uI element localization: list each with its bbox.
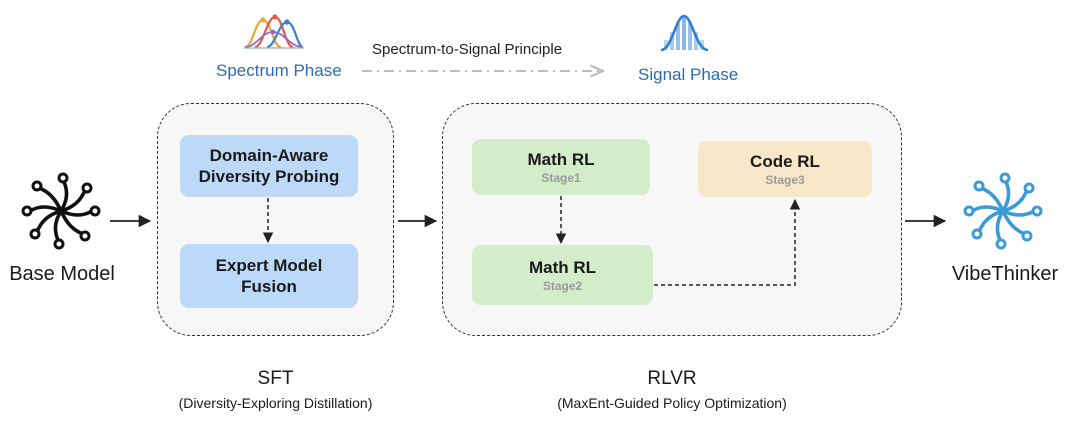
diversity-probing-box: Domain-Aware Diversity Probing [180,135,358,197]
output-model-neural-swirl-icon [963,172,1043,250]
sft-subcaption: (Diversity-Exploring Distillation) [178,395,373,411]
output-model-label: VibeThinker [951,263,1059,285]
stage2-subtitle: Stage2 [542,279,583,293]
signal-phase-label: Signal Phase [638,65,739,84]
diversity-probing-line1: Domain-Aware [209,146,329,165]
rlvr-caption: RLVR [647,368,697,389]
math-rl-stage2-box: Math RL Stage2 [472,245,653,305]
expert-fusion-line2: Fusion [241,277,297,296]
expert-model-fusion-box: Expert Model Fusion [180,244,358,308]
stage3-subtitle: Stage3 [765,173,805,187]
expert-fusion-line1: Expert Model [215,256,323,275]
arrow-stage2-to-stage3 [654,198,801,286]
code-rl-stage3-box: Code RL Stage3 [698,141,872,197]
stage1-title: Math RL [527,150,595,169]
stage2-title: Math RL [528,258,597,277]
base-model-neural-swirl-icon [21,172,101,250]
stage1-subtitle: Stage1 [541,171,581,185]
spectrum-phase-label: Spectrum Phase [216,61,342,80]
stage3-title: Code RL [750,152,820,171]
math-rl-stage1-box: Math RL Stage1 [472,139,650,195]
diversity-probing-line2: Diversity Probing [198,167,340,186]
base-model-label: Base Model [9,263,115,285]
bell-curve-icon [660,14,709,52]
principle-label: Spectrum-to-Signal Principle [372,41,563,58]
rlvr-subcaption: (MaxEnt-Guided Policy Optimization) [557,395,787,411]
sft-caption: SFT [257,368,294,389]
spectrum-curves-icon [244,14,304,49]
